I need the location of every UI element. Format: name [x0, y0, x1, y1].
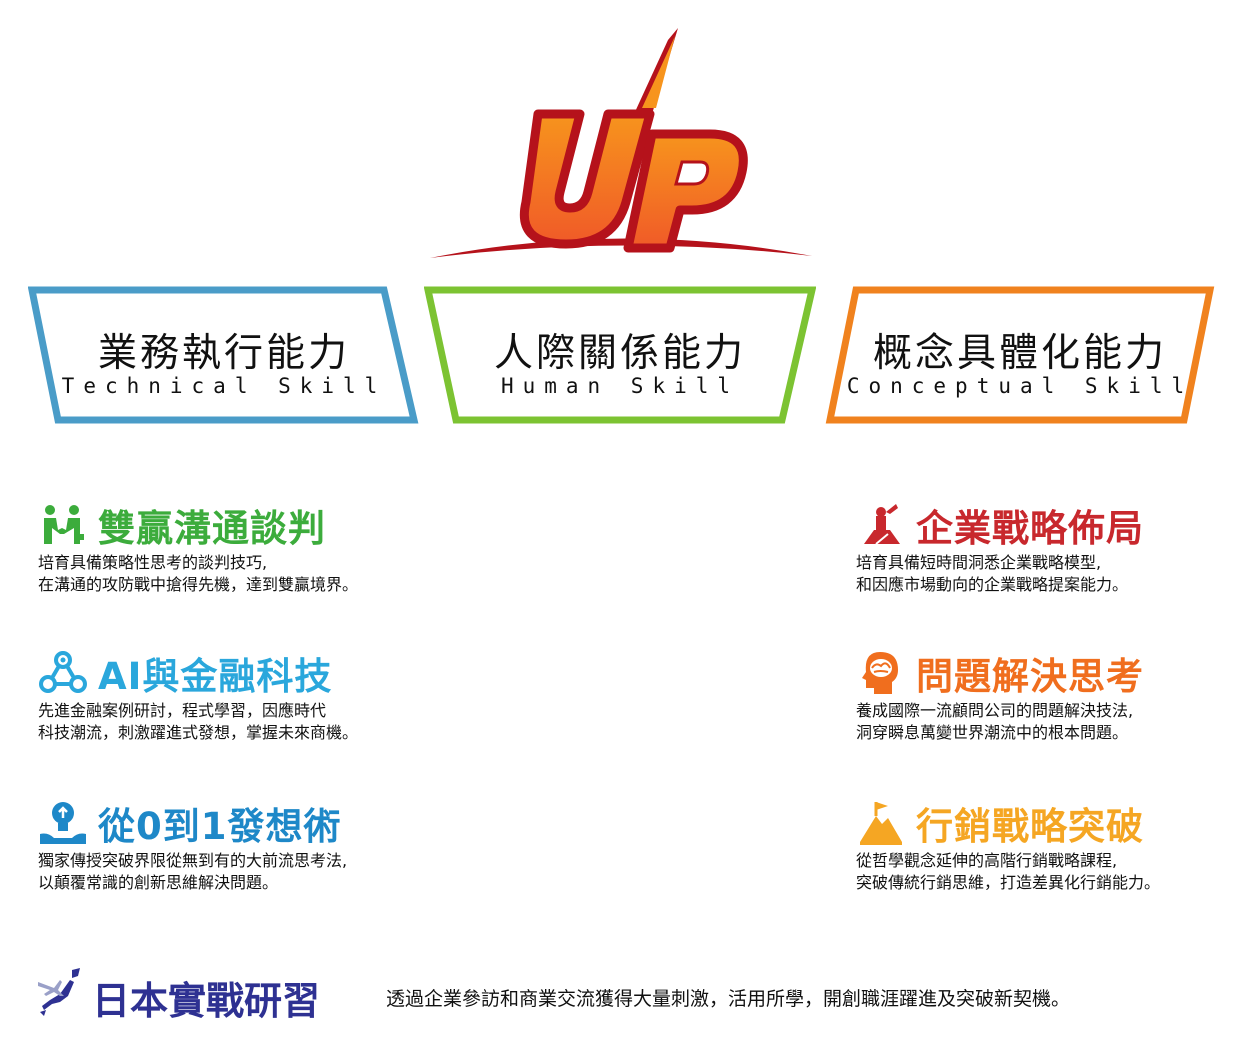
feature-strategy: 企業戰略佈局 培育具備短時間洞悉企業戰略模型, 和因應市場動向的企業戰略提案能力…: [856, 498, 1144, 596]
skill-title-en: Technical Skill: [61, 374, 387, 398]
feature-desc-line2: 洞穿瞬息萬變世界潮流中的根本問題。: [856, 723, 1129, 742]
skill-card-technical: 業務執行能力 Technical Skill: [28, 286, 420, 424]
feature-desc-line2: 突破傳統行銷思維，打造差異化行銷能力。: [856, 873, 1161, 892]
japan-title: 日本實戰研習: [92, 979, 321, 1023]
lightbulb-hands-icon: [40, 802, 86, 844]
feature-desc-line1: 先進金融案例研討，程式學習，因應時代: [38, 701, 327, 720]
feature-title: 問題解決思考: [916, 655, 1144, 698]
network-nodes-icon: [39, 651, 87, 693]
japan-desc: 透過企業參訪和商業交流獲得大量刺激，活用所學，開創職涯躍進及突破新契機。: [386, 988, 1071, 1010]
brain-head-icon: [862, 652, 898, 694]
feature-desc-line2: 以顛覆常識的創新思維解決問題。: [38, 873, 279, 892]
handshake-people-icon: [44, 505, 84, 544]
up-logo: UP: [430, 28, 812, 258]
skill-title-zh: 概念具體化能力: [872, 331, 1167, 376]
mountain-flag-icon: [860, 802, 902, 845]
skill-title-en: Human Skill: [500, 374, 740, 398]
chess-strategy-icon: [864, 504, 900, 545]
feature-desc-line1: 培育具備短時間洞悉企業戰略模型,: [856, 553, 1102, 572]
feature-marketing: 行銷戰略突破 從哲學觀念延伸的高階行銷戰略課程, 突破傳統行銷思維，打造差異化行…: [856, 796, 1160, 894]
feature-desc-line1: 從哲學觀念延伸的高階行銷戰略課程,: [856, 851, 1118, 870]
feature-desc-line1: 養成國際一流顧問公司的問題解決技法,: [856, 701, 1134, 720]
japan-map-plane-icon: [38, 968, 80, 1016]
skill-title-en: Conceptual Skill: [846, 374, 1194, 398]
feature-desc-line1: 培育具備策略性思考的談判技巧,: [38, 553, 268, 572]
feature-ideation: 從0到1發想術 獨家傳授突破界限從無到有的大前流思考法, 以顛覆常識的創新思維解…: [38, 796, 347, 894]
feature-title: 從0到1發想術: [98, 805, 342, 848]
feature-problem: 問題解決思考 養成國際一流顧問公司的問題解決技法, 洞穿瞬息萬變世界潮流中的根本…: [856, 646, 1144, 744]
skill-card-human: 人際關係能力 Human Skill: [424, 286, 816, 424]
card-frame: [28, 286, 419, 424]
skill-title-zh: 人際關係能力: [493, 331, 746, 376]
feature-fintech: AI與金融科技 先進金融案例研討，程式學習，因應時代 科技潮流，刺激躍進式發想，…: [38, 646, 358, 744]
feature-title: 行銷戰略突破: [916, 805, 1144, 848]
feature-title: 雙贏溝通談判: [98, 507, 326, 550]
skill-card-conceptual: 概念具體化能力 Conceptual Skill: [824, 286, 1216, 424]
card-frame: [825, 286, 1215, 424]
feature-desc-line2: 和因應市場動向的企業戰略提案能力。: [856, 575, 1129, 594]
card-frame: [424, 286, 816, 424]
feature-title: 企業戰略佈局: [916, 507, 1144, 550]
feature-title: AI與金融科技: [98, 655, 333, 698]
feature-desc-line2: 科技潮流，刺激躍進式發想，掌握未來商機。: [38, 723, 359, 742]
feature-desc-line1: 獨家傳授突破界限從無到有的大前流思考法,: [38, 851, 348, 870]
skill-title-zh: 業務執行能力: [97, 331, 350, 376]
feature-japan: 日本實戰研習 透過企業參訪和商業交流獲得大量刺激，活用所學，開創職涯躍進及突破新…: [34, 964, 1224, 1024]
feature-negotiation: 雙贏溝通談判 培育具備策略性思考的談判技巧, 在溝通的攻防戰中搶得先機，達到雙贏…: [38, 498, 358, 596]
feature-desc-line2: 在溝通的攻防戰中搶得先機，達到雙贏境界。: [38, 575, 359, 594]
